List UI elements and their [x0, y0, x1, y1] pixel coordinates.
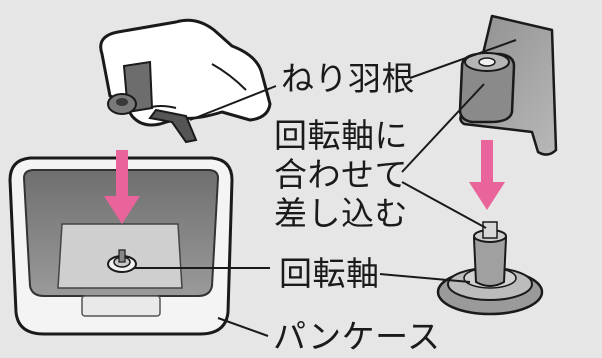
leader-blade-right: [409, 39, 517, 79]
kneading-blade-label: ねり羽根: [281, 59, 415, 98]
insert-line-2: 合わせて: [274, 155, 408, 194]
insert-instruction-label: 回転軸に 合わせて 差し込む: [274, 116, 408, 233]
kneading-blade-icon: [458, 14, 558, 156]
case-shaft-icon: [107, 249, 137, 273]
insert-line-3: 差し込む: [274, 194, 408, 233]
leader-blade-left: [189, 85, 277, 121]
down-arrow-right-icon: [469, 140, 505, 210]
leader-case: [217, 317, 269, 337]
leader-lines: [134, 39, 517, 337]
leader-insert-top: [401, 83, 485, 173]
shaft-icon: [436, 221, 544, 316]
bread-case-label: パンケース: [273, 317, 441, 356]
kneading-blade-small-icon: [107, 60, 198, 144]
insert-line-1: 回転軸に: [274, 116, 408, 155]
rotating-shaft-label: 回転軸: [279, 254, 380, 293]
leader-insert-bottom: [401, 181, 487, 229]
leader-shaft-right: [379, 273, 471, 283]
bread-case-icon: [8, 156, 234, 336]
down-arrow-icon: [104, 150, 140, 224]
